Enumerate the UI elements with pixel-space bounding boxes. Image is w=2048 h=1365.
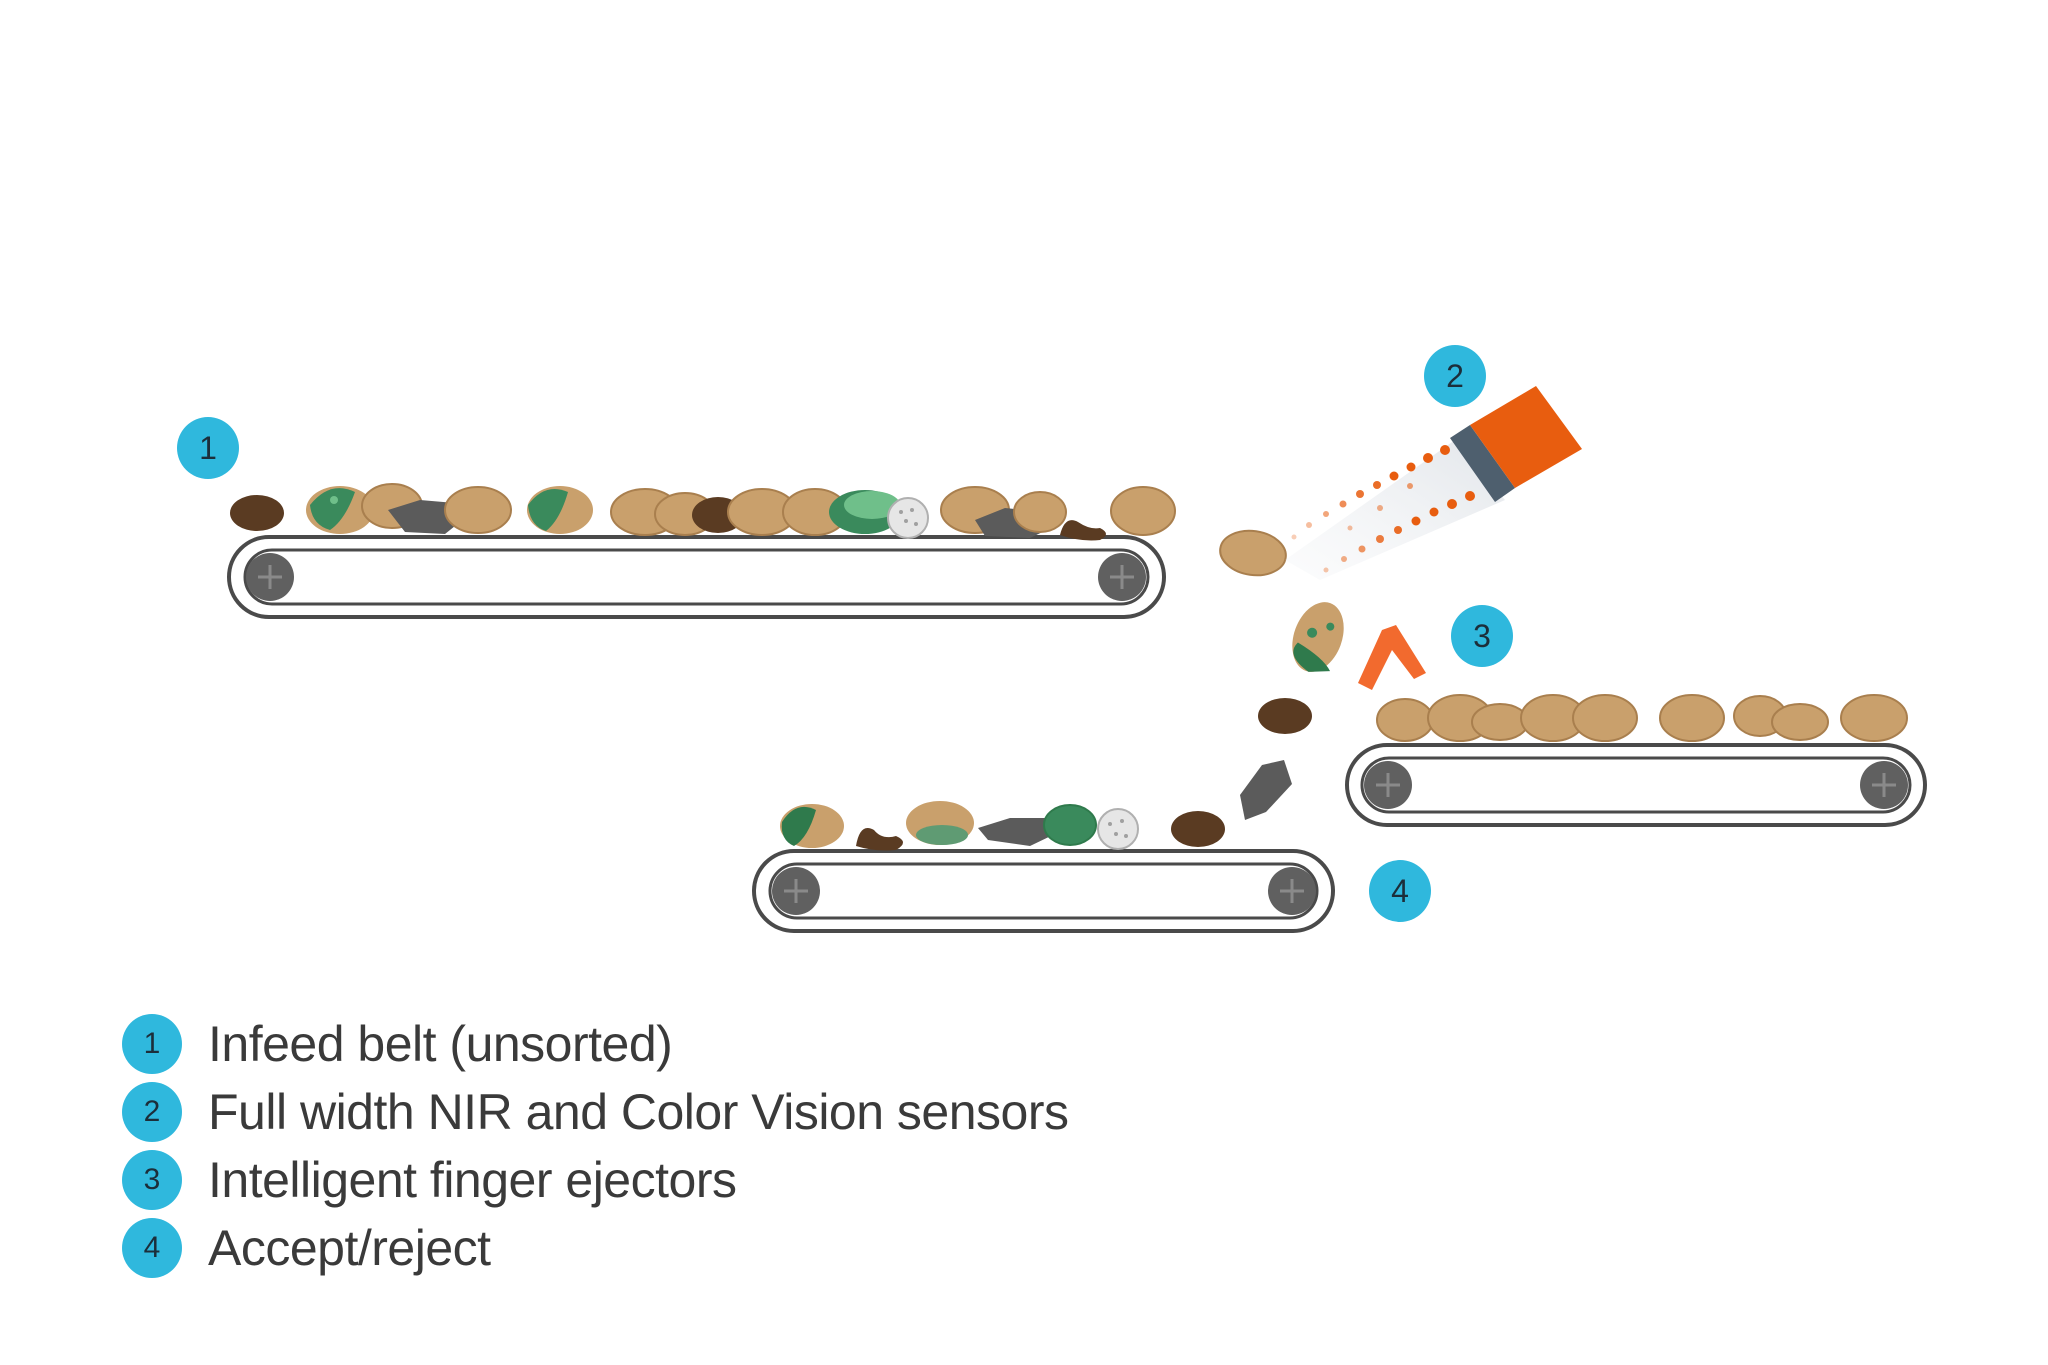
rejected-items (780, 801, 1225, 851)
callout-badge-4: 4 (1369, 860, 1431, 922)
legend-label: Intelligent finger ejectors (208, 1152, 737, 1208)
svg-text:4: 4 (1391, 873, 1409, 909)
infeed-belt (227, 535, 1166, 619)
sensor-beam (1285, 440, 1505, 580)
rotten-potato-icon (306, 486, 374, 534)
clod-icon (1258, 698, 1312, 734)
rotten-potato-icon (780, 804, 844, 848)
svg-text:2: 2 (1446, 358, 1464, 394)
callout-badge-1: 1 (177, 417, 239, 479)
legend-label: Accept/reject (208, 1220, 491, 1276)
roller-icon (1364, 761, 1412, 809)
potato-icon (444, 486, 512, 534)
roller-icon (1268, 867, 1316, 915)
callout-badge-3: 3 (1451, 605, 1513, 667)
stone-icon (978, 818, 1055, 846)
clod-icon (856, 828, 903, 851)
legend-badge: 4 (122, 1218, 182, 1278)
legend-label: Infeed belt (unsorted) (208, 1016, 673, 1072)
potato-icon (1110, 486, 1176, 536)
roller-icon (1860, 761, 1908, 809)
ejector-finger-icon (1358, 625, 1426, 690)
accepted-potatoes (1376, 694, 1908, 742)
golf-ball-icon (1097, 808, 1139, 850)
potato-icon (1013, 491, 1067, 533)
legend-item: 4 Accept/reject (122, 1214, 1069, 1282)
legend-label: Full width NIR and Color Vision sensors (208, 1084, 1069, 1140)
clod-icon (230, 495, 284, 531)
legend-item: 2 Full width NIR and Color Vision sensor… (122, 1078, 1069, 1146)
infeed-items (230, 483, 1176, 541)
rotten-potato-icon (1292, 602, 1344, 672)
sensor-dots (1291, 445, 1475, 573)
clod-icon (1171, 811, 1225, 847)
legend-badge: 3 (122, 1150, 182, 1210)
svg-text:3: 3 (1473, 618, 1491, 654)
rotten-potato-icon (829, 490, 901, 534)
reject-belt (752, 849, 1335, 933)
rotten-potato-icon (906, 801, 974, 845)
sensor-body (1470, 386, 1582, 488)
rotten-potato-icon (527, 486, 593, 534)
legend-badge: 2 (122, 1082, 182, 1142)
stone-icon (1240, 760, 1292, 820)
svg-text:1: 1 (199, 430, 217, 466)
legend-badge: 1 (122, 1014, 182, 1074)
roller-icon (1098, 553, 1146, 601)
roller-icon (772, 867, 820, 915)
clod-icon (1060, 520, 1106, 541)
accept-belt (1345, 743, 1927, 827)
legend-item: 3 Intelligent finger ejectors (122, 1146, 1069, 1214)
legend-item: 1 Infeed belt (unsorted) (122, 1010, 1069, 1078)
potato-icon (1219, 529, 1287, 577)
roller-icon (246, 553, 294, 601)
sensor-lens (1450, 425, 1515, 502)
sensor-unit (1285, 386, 1582, 580)
legend: 1 Infeed belt (unsorted) 2 Full width NI… (122, 1010, 1069, 1282)
rotten-potato-icon (1043, 804, 1097, 846)
golf-ball-icon (887, 497, 929, 539)
callout-badge-2: 2 (1424, 345, 1486, 407)
